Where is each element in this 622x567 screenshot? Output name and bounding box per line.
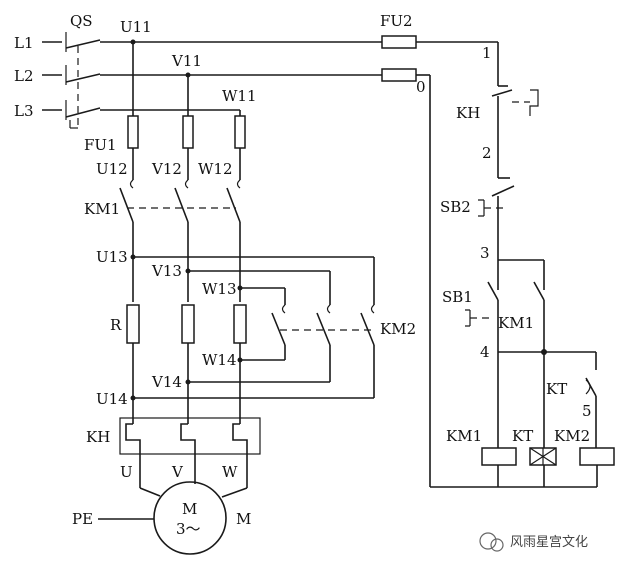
label-kh-control: KH (456, 104, 480, 122)
label-km1: KM1 (84, 200, 120, 218)
motor (98, 481, 248, 555)
watermark-text: 风雨星宫文化 (510, 535, 588, 550)
label-v12: V12 (151, 160, 182, 178)
watermark: 风雨星宫文化 (479, 532, 588, 552)
labels: L1 L2 L3 QS U11 V11 W11 FU1 U12 V12 W12 … (14, 12, 592, 538)
label-node-3: 3 (480, 244, 490, 262)
label-coil-kt: KT (512, 427, 533, 445)
fu1-fuses (127, 115, 246, 149)
label-pe: PE (72, 510, 93, 528)
resistors (126, 304, 247, 424)
label-l2: L2 (14, 67, 34, 85)
label-node-1: 1 (482, 44, 492, 62)
label-sb1: SB1 (442, 288, 473, 306)
label-kt-contact: KT (546, 380, 567, 398)
label-km2: KM2 (380, 320, 416, 338)
label-fu1: FU1 (84, 136, 117, 154)
label-v13: V13 (151, 262, 182, 280)
label-w14: W14 (202, 351, 237, 369)
label-m: M (236, 510, 251, 528)
phase-verticals (130, 39, 241, 180)
label-w11: W11 (222, 87, 257, 105)
label-w12: W12 (198, 160, 233, 178)
label-node-4: 4 (480, 343, 490, 361)
resistor-network (130, 254, 375, 401)
label-v: V (171, 463, 184, 481)
label-u: U (120, 463, 133, 481)
label-sb2: SB2 (440, 198, 471, 216)
label-node-2: 2 (482, 144, 492, 162)
label-l3: L3 (14, 102, 34, 120)
label-r: R (110, 316, 122, 334)
label-km1-contact: KM1 (498, 314, 534, 332)
label-qs: QS (70, 12, 93, 30)
label-node-0: 0 (416, 78, 426, 96)
label-v11: V11 (171, 52, 202, 70)
label-coil-km1: KM1 (446, 427, 482, 445)
label-motor-m: M (182, 500, 197, 518)
supply-lines (42, 32, 386, 129)
control-circuit (381, 35, 615, 488)
kh-thermal-relay (119, 417, 261, 488)
label-kh: KH (86, 428, 110, 446)
label-u12: U12 (96, 160, 128, 178)
label-coil-km2: KM2 (554, 427, 590, 445)
km1-main-contacts (119, 179, 241, 302)
wechat-icon (479, 532, 497, 550)
label-node-5: 5 (582, 402, 592, 420)
label-w: W (222, 463, 238, 481)
label-w13: W13 (202, 280, 237, 298)
label-v14: V14 (151, 373, 182, 391)
label-l1: L1 (14, 34, 34, 52)
label-u11: U11 (120, 18, 152, 36)
label-fu2: FU2 (380, 12, 413, 30)
label-motor-phase: 3～ (176, 520, 201, 538)
label-u14: U14 (96, 390, 128, 408)
label-u13: U13 (96, 248, 128, 266)
